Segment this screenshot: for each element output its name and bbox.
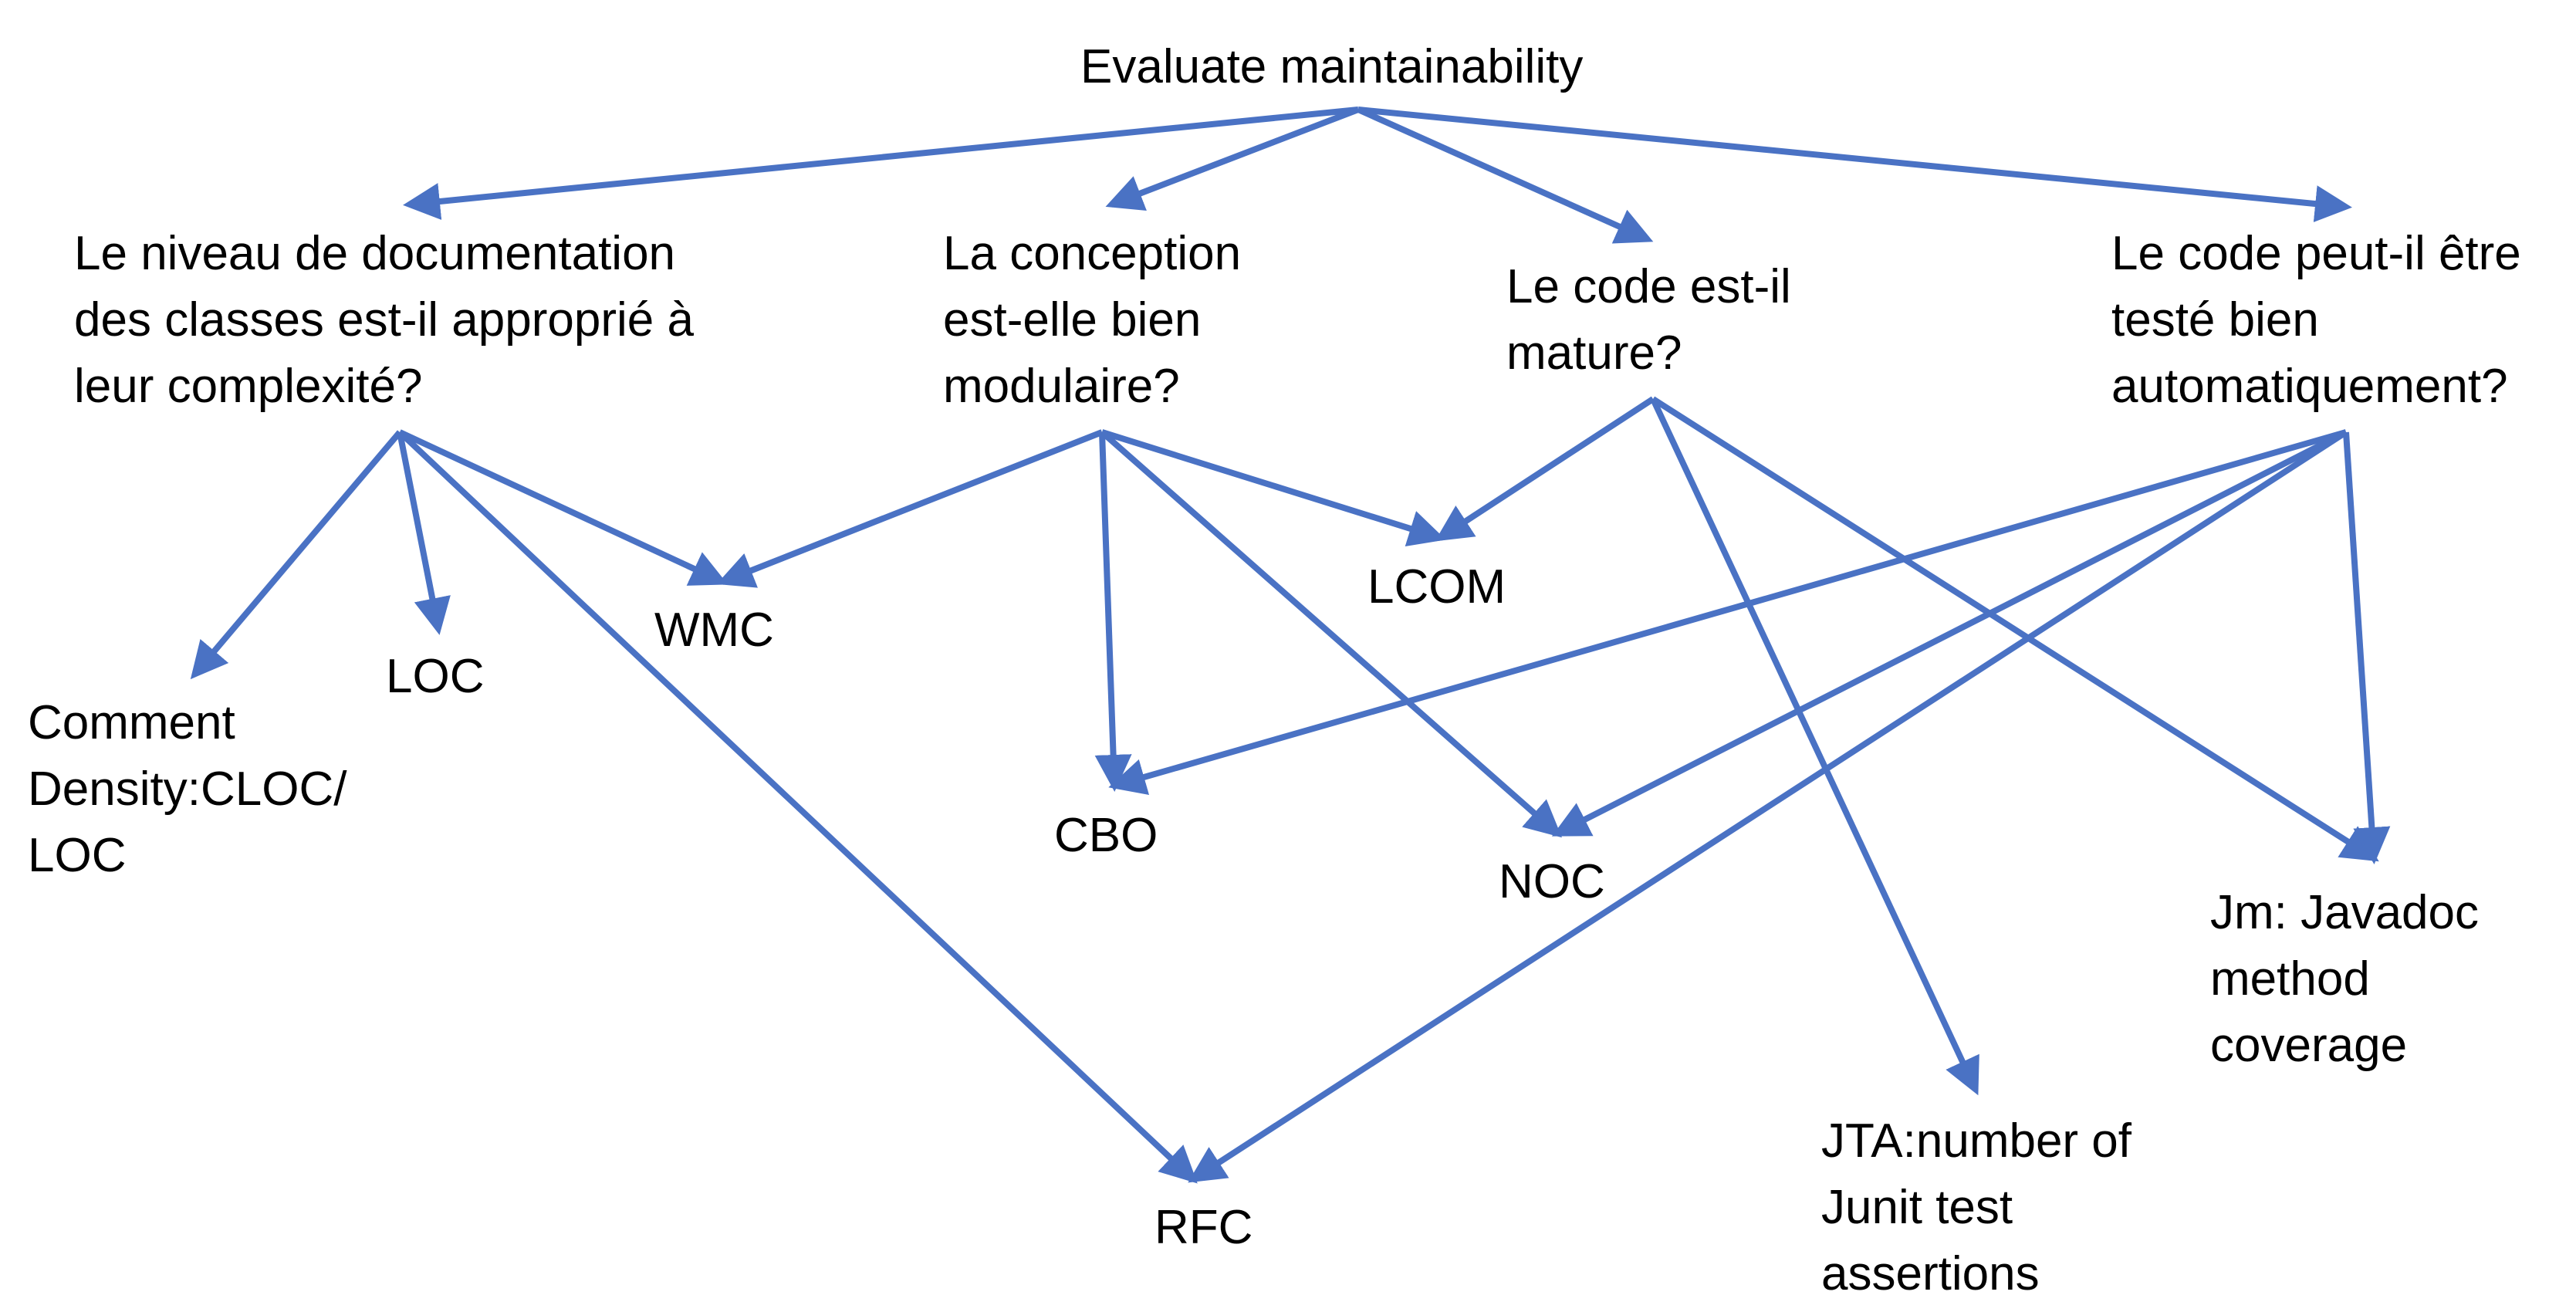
metric-jm-node: Jm: Javadoc method coverage	[2210, 886, 2480, 1072]
metric-jta-node: JTA:number of Junit test assertions	[1821, 1114, 2132, 1300]
edge-q_documentation-to-m_wmc	[398, 429, 729, 586]
question-modular-node: La conception est-elle bien modulaire?	[943, 227, 1242, 413]
edge-root-to-q_testable	[1357, 107, 2352, 222]
root-node: Evaluate maintainability	[1080, 40, 1584, 93]
edge-q_modular-to-m_noc	[1100, 429, 1563, 838]
edge-q_testable-to-m_rfc	[1188, 429, 2348, 1183]
edge-root-to-q_mature	[1357, 107, 1654, 244]
edge-root-to-q_documentation	[403, 107, 1359, 220]
edge-q_modular-to-m_lcom	[1100, 429, 1446, 546]
question-documentation-node: Le niveau de documentation des classes e…	[74, 227, 694, 413]
metric-noc-node: NOC	[1499, 855, 1605, 908]
metric-rfc-node: RFC	[1154, 1201, 1253, 1254]
edge-q_mature-to-m_jm	[1651, 396, 2379, 862]
edge-q_documentation-to-m_rfc	[397, 430, 1198, 1184]
question-mature-node: Le code est-il mature?	[1506, 260, 1791, 380]
metric-lcom-node: LCOM	[1367, 560, 1506, 614]
metric-wmc-node: WMC	[654, 604, 774, 657]
edge-q_documentation-to-m_loc	[397, 431, 451, 635]
edge-q_mature-to-m_jta	[1650, 397, 1979, 1096]
edge-q_modular-to-m_wmc	[716, 429, 1104, 588]
edge-q_testable-to-m_cbo	[1108, 429, 2348, 796]
edge-q_modular-to-m_cbo	[1094, 431, 1132, 792]
question-testable-node: Le code peut-il être testé bien automati…	[2111, 227, 2521, 413]
edge-q_testable-to-m_noc	[1551, 429, 2348, 837]
metric-cbo-node: CBO	[1054, 809, 1158, 862]
edge-q_testable-to-m_jm	[2343, 431, 2391, 864]
edge-q_documentation-to-m_comment_density	[190, 430, 403, 680]
edge-root-to-q_modular	[1105, 107, 1360, 211]
metric-comment-density-node: Comment Density:CLOC/ LOC	[28, 696, 347, 882]
metric-loc-node: LOC	[386, 650, 485, 703]
edge-q_mature-to-m_lcom	[1435, 396, 1655, 542]
